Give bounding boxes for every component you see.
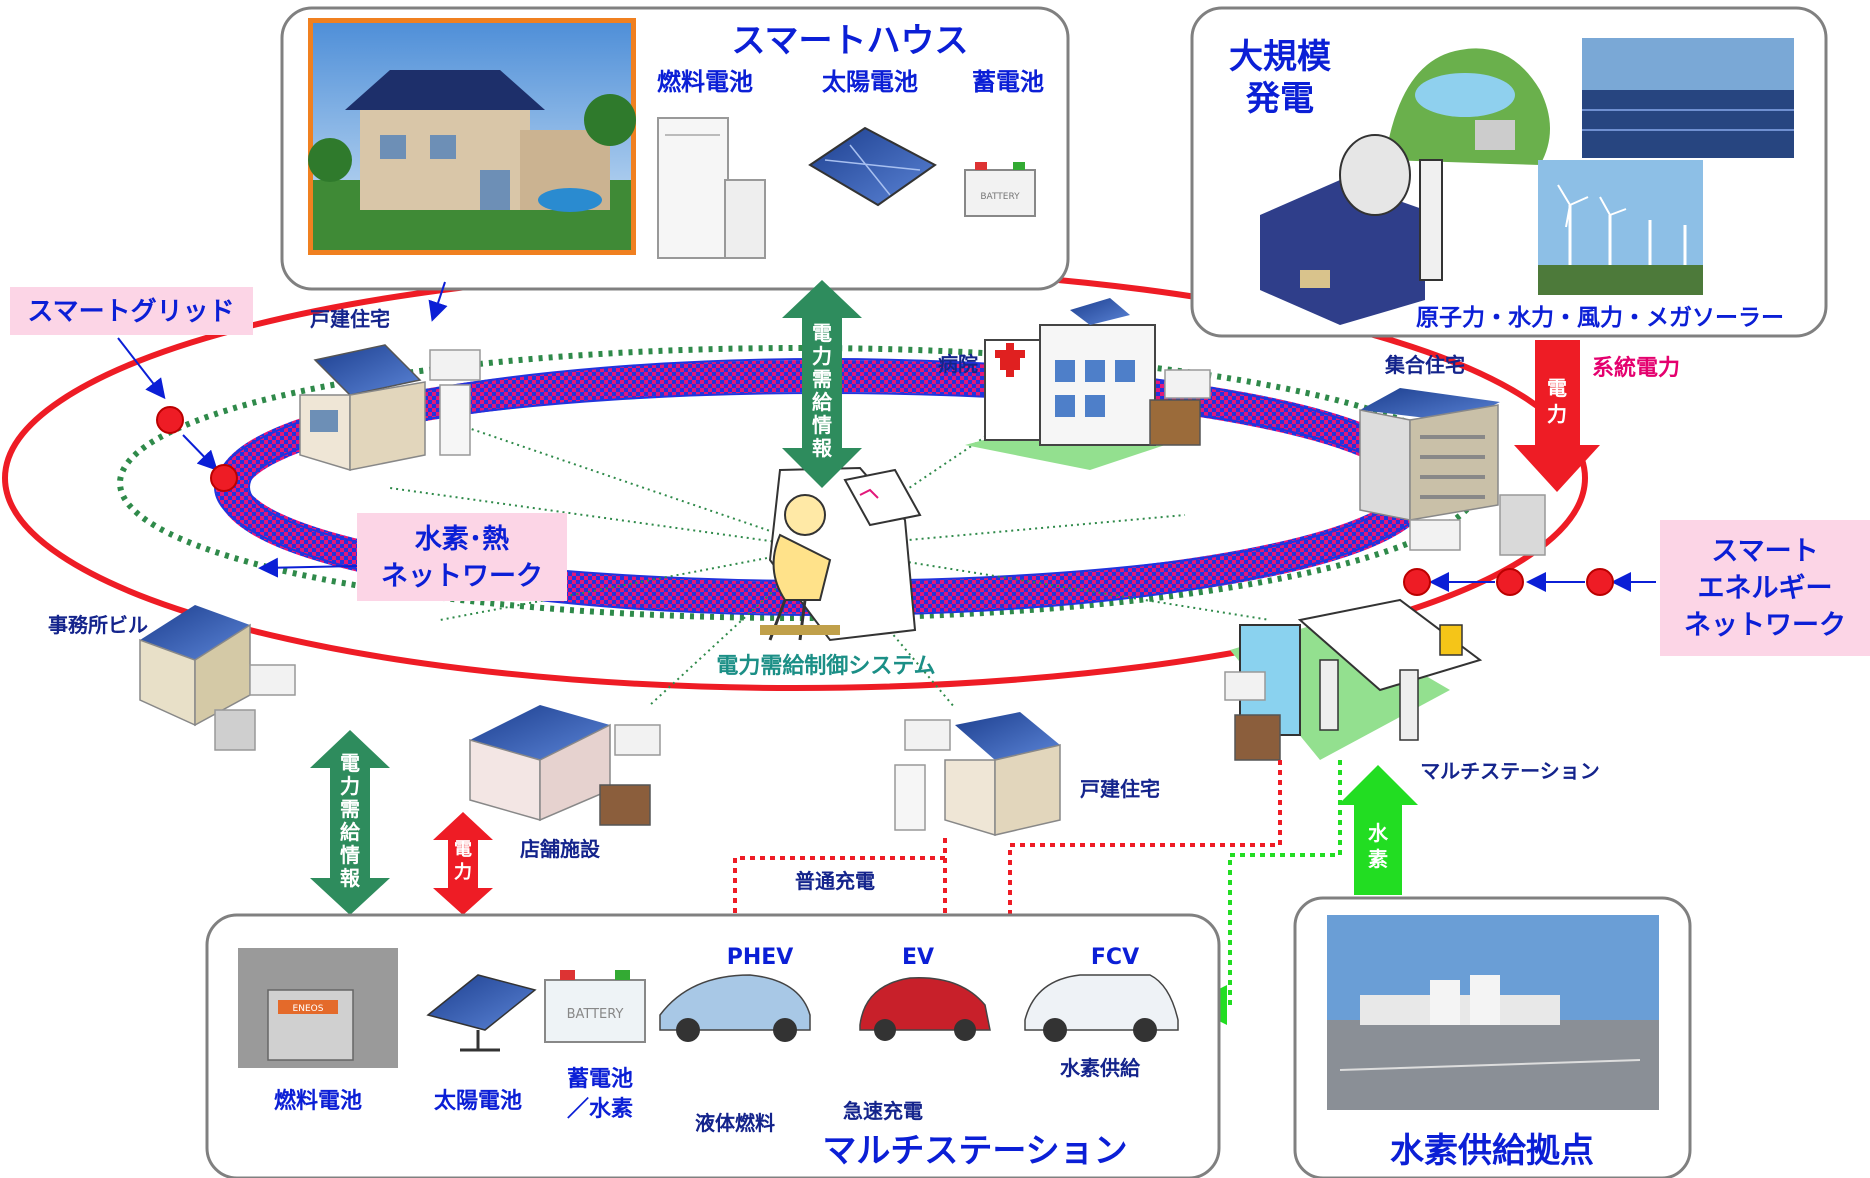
- svg-text:給: 給: [812, 390, 833, 414]
- svg-text:水: 水: [1368, 821, 1389, 845]
- grid-power-arrow: 電 力: [1514, 340, 1600, 492]
- smart-house-panel: スマートハウス 燃料電池 太陽電池 蓄電池 BATTERY: [280, 6, 1070, 291]
- svg-text:電: 電: [1547, 376, 1567, 400]
- grid-node: [1403, 568, 1431, 596]
- control-system-figure: [760, 466, 922, 642]
- power-arrow-left: 電 力: [433, 812, 493, 915]
- hospital-label: 病院: [938, 352, 978, 376]
- hydrogen-heat-label-2: ネットワーク: [381, 561, 543, 592]
- hospital: 病院: [938, 298, 1211, 470]
- phev-car-image: [659, 974, 811, 1042]
- smart-grid-label: スマートグリッド: [27, 297, 234, 327]
- office-label: 事務所ビル: [48, 613, 148, 637]
- nuclear-power-image: [1260, 134, 1443, 325]
- svg-text:需: 需: [812, 367, 832, 391]
- large-scale-title-1: 大規模: [1229, 37, 1331, 77]
- svg-text:情: 情: [812, 413, 832, 437]
- smart-house-battery-label: 蓄電池: [972, 68, 1044, 96]
- station-battery-label-1: 蓄電池: [567, 1067, 633, 1092]
- svg-text:ENEOS: ENEOS: [293, 1004, 324, 1014]
- svg-text:BATTERY: BATTERY: [567, 1007, 624, 1022]
- smart-house-solar-cell-label: 太陽電池: [822, 68, 918, 96]
- smart-house-fuel-cell-label: 燃料電池: [657, 68, 753, 96]
- multi-station-ring-label: マルチステーション: [1420, 759, 1600, 783]
- info-arrow-left: 電 力 需 給 情 報: [310, 730, 390, 915]
- solar-cell-image: [808, 126, 937, 207]
- grid-power-label: 系統電力: [1592, 355, 1680, 381]
- hydrogen-plant-photo: [1327, 915, 1659, 1110]
- station-battery-label-2: ／水素: [567, 1096, 633, 1122]
- fcv-label: FCV: [1091, 945, 1139, 970]
- quick-charge-label: 急速充電: [843, 1099, 923, 1123]
- wind-power-image: [1538, 160, 1703, 295]
- smart-energy-label-1: スマート: [1711, 536, 1818, 567]
- office-building: 事務所ビル: [48, 605, 296, 751]
- svg-text:報: 報: [340, 866, 361, 890]
- hydrogen-arrow: 水 素: [1338, 765, 1418, 895]
- multi-station-title: マルチステーション: [822, 1131, 1127, 1171]
- grid-node: [156, 406, 184, 434]
- info-arrow-top: 電 力 需 給 情 報: [782, 280, 862, 488]
- station-fuel-cell-image: ENEOS: [238, 948, 398, 1068]
- multi-station-on-ring: [1224, 598, 1483, 761]
- station-solar-cell-label: 太陽電池: [434, 1089, 522, 1114]
- normal-charge-label: 普通充電: [795, 869, 875, 893]
- mega-solar-image: [1582, 38, 1794, 158]
- store-label: 店舗施設: [520, 837, 601, 861]
- station-solar-panel-image: [426, 974, 537, 1052]
- apartment-building: 集合住宅: [1359, 353, 1546, 556]
- smart-energy-network-callout: スマート エネルギー ネットワーク: [1429, 520, 1870, 656]
- smart-energy-label-3: ネットワーク: [1684, 610, 1846, 641]
- svg-text:電: 電: [454, 839, 472, 860]
- ev-label: EV: [902, 945, 934, 970]
- large-scale-generation-panel: 大規模 発電: [1190, 6, 1828, 338]
- svg-text:電: 電: [812, 321, 832, 345]
- fuel-cell-unit-image: [657, 117, 766, 259]
- battery-image: BATTERY: [964, 162, 1036, 217]
- hydro-power-image: [1385, 48, 1550, 166]
- store-facility: 店舗施設: [469, 705, 661, 861]
- svg-text:力: 力: [454, 862, 472, 883]
- svg-text:情: 情: [340, 843, 360, 867]
- station-battery-image: BATTERY: [544, 970, 646, 1043]
- svg-text:力: 力: [812, 344, 832, 368]
- svg-text:力: 力: [340, 774, 360, 798]
- hydrogen-heat-label-1: 水素･熱: [415, 524, 510, 555]
- hydrogen-base-title: 水素供給拠点: [1390, 1131, 1594, 1171]
- fcv-car-image: [1024, 974, 1179, 1042]
- svg-text:BATTERY: BATTERY: [980, 192, 1020, 202]
- hydrogen-heat-network-callout: 水素･熱 ネットワーク: [258, 513, 567, 601]
- phev-label: PHEV: [727, 945, 794, 970]
- liquid-fuel-label: 液体燃料: [695, 1111, 775, 1135]
- svg-text:電: 電: [340, 751, 360, 775]
- svg-text:力: 力: [1547, 402, 1567, 426]
- multi-station-panel: ENEOS BATTERY: [205, 913, 1221, 1178]
- hydrogen-supply-label: 水素供給: [1060, 1056, 1141, 1080]
- detached-house-bottom-label: 戸建住宅: [1080, 777, 1160, 801]
- svg-text:素: 素: [1368, 847, 1388, 871]
- smart-house-title: スマートハウス: [732, 21, 969, 61]
- grid-node: [1586, 568, 1614, 596]
- ev-car-image: [859, 976, 991, 1041]
- hydrogen-supply-base-panel: 水素供給拠点: [1293, 896, 1692, 1178]
- control-system-label: 電力需給制御システム: [716, 653, 935, 679]
- large-scale-title-2: 発電: [1246, 79, 1314, 119]
- svg-text:給: 給: [340, 820, 361, 844]
- svg-text:需: 需: [340, 797, 360, 821]
- station-fuel-cell-label: 燃料電池: [274, 1088, 362, 1114]
- grid-node: [210, 464, 238, 492]
- generation-sources-label: 原子力・水力・風力・メガソーラー: [1416, 305, 1784, 331]
- svg-text:報: 報: [812, 436, 833, 460]
- detached-house-top-label: 戸建住宅: [310, 307, 390, 331]
- apartment-label: 集合住宅: [1384, 353, 1465, 377]
- grid-node: [1496, 568, 1524, 596]
- smart-house-photo: [308, 18, 636, 255]
- smart-energy-label-2: エネルギー: [1698, 573, 1833, 604]
- detached-house-top: 戸建住宅: [299, 307, 481, 472]
- smart-grid-callout: スマートグリッド: [10, 287, 253, 471]
- detached-house-bottom: 戸建住宅: [894, 712, 1160, 837]
